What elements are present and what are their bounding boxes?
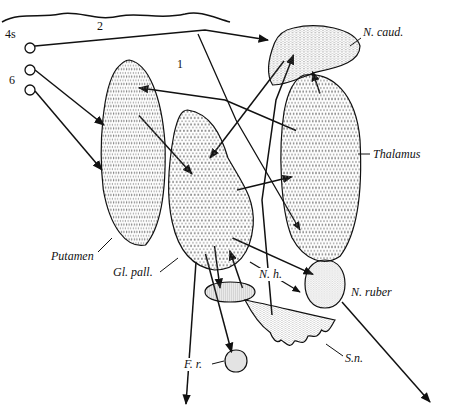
drawing-stroke (160, 258, 178, 272)
drawing-stroke (186, 262, 196, 404)
drawing-stroke (250, 262, 300, 292)
putamen: Putamen (100, 60, 165, 245)
callout-number: 2 (96, 20, 104, 33)
stippled-outline (225, 350, 247, 372)
stippled-outline (100, 60, 165, 245)
drawing-stroke (25, 43, 35, 53)
drawing-stroke (342, 302, 430, 402)
stippled-shape (245, 300, 335, 345)
thalamus: Thalamus (280, 75, 360, 260)
callout-number: 1 (176, 58, 184, 71)
structure-label: N. h. (258, 268, 283, 281)
drawing-stroke (98, 238, 112, 252)
drawing-stroke (326, 344, 343, 356)
callout-number: 4s (4, 28, 17, 41)
stippled-outline (205, 282, 255, 302)
red-nucleus: N. ruber (305, 260, 345, 308)
stippled-outline (280, 75, 360, 260)
fasciculus-ring: F. r. (225, 350, 247, 372)
drawing-stroke (25, 85, 35, 95)
stippled-shape (305, 260, 345, 308)
stippled-shape (205, 282, 255, 302)
stippled-outline (245, 300, 335, 350)
structure-label: S.n. (344, 352, 364, 365)
drawing-stroke (35, 30, 268, 46)
globus-pallidus: Gl. pall. (165, 110, 255, 270)
structure-label: Gl. pall. (112, 266, 154, 279)
stippled-shape (225, 350, 247, 372)
structure-label: F. r. (183, 358, 203, 371)
structure-label: N. ruber (350, 286, 393, 299)
stippled-shape (101, 60, 165, 245)
drawing-stroke (35, 91, 102, 170)
callout-number: 6 (8, 74, 16, 87)
stippled-shape (281, 75, 361, 262)
drawing-stroke (35, 70, 104, 125)
subthalamic-nucleus: N. h. (205, 282, 255, 302)
drawing-stroke (212, 361, 224, 364)
stippled-outline (305, 260, 345, 308)
substantia-nigra: S.n. (245, 300, 335, 350)
stippled-shape (168, 110, 253, 270)
stippled-outline (165, 110, 255, 270)
structure-label: Thalamus (372, 148, 421, 161)
drawing-stroke (25, 65, 35, 75)
drawing-stroke (2, 13, 230, 22)
structure-label: Putamen (50, 250, 95, 263)
structure-label: N. caud. (362, 26, 404, 39)
